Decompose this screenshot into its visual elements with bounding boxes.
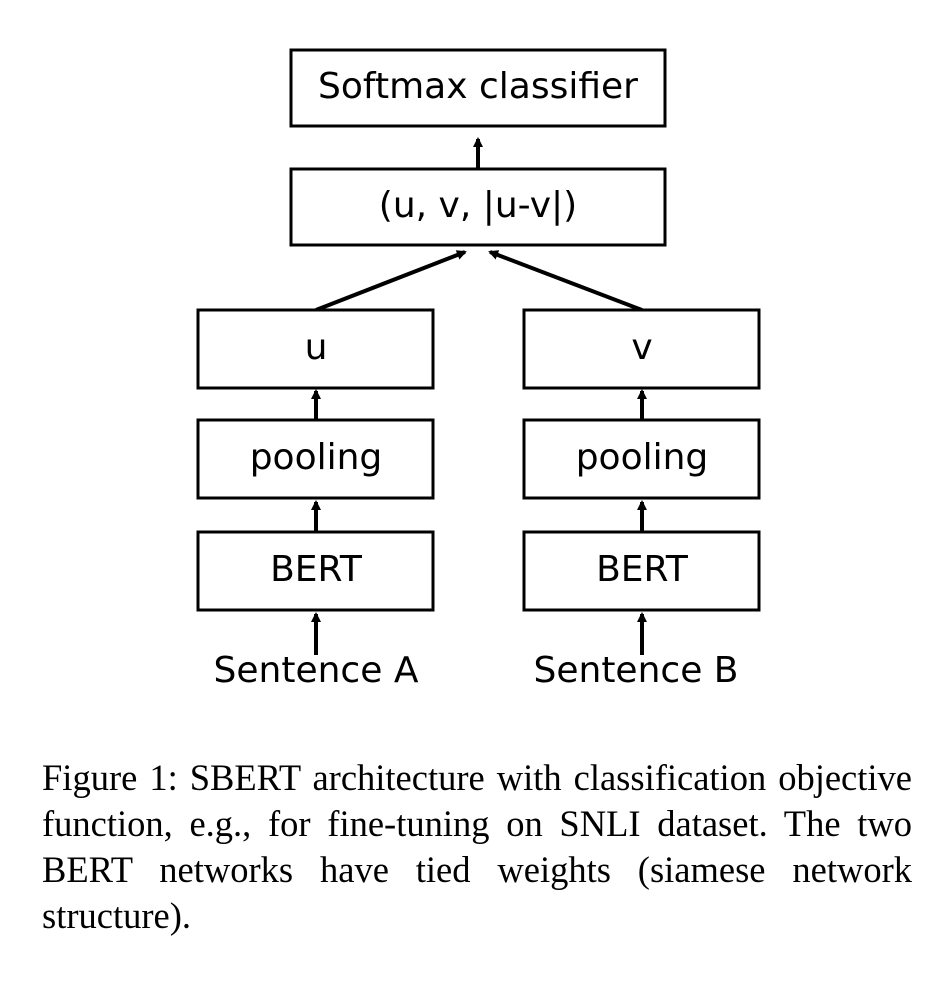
bert-a-box: BERT bbox=[196, 530, 435, 612]
u-label: u bbox=[305, 327, 328, 368]
pooling-a-label: pooling bbox=[250, 437, 383, 478]
pooling-b-box: pooling bbox=[522, 418, 761, 500]
pooling-a-box: pooling bbox=[196, 418, 435, 500]
v-box: v bbox=[522, 308, 761, 390]
pooling-b-label: pooling bbox=[576, 437, 709, 478]
v-label: v bbox=[631, 327, 652, 368]
arrow-u-to-concat bbox=[315, 250, 467, 312]
bert-a-label: BERT bbox=[270, 549, 363, 590]
concat-label: (u, v, |u-v|) bbox=[379, 185, 577, 226]
softmax-classifier-box: Softmax classifier bbox=[289, 48, 667, 128]
bert-b-label: BERT bbox=[596, 549, 689, 590]
u-box: u bbox=[196, 308, 435, 390]
bert-b-box: BERT bbox=[522, 530, 761, 612]
figure-caption: Figure 1: SBERT architecture with classi… bbox=[42, 757, 912, 936]
softmax-classifier-label: Softmax classifier bbox=[318, 66, 638, 107]
arrow-v-to-concat bbox=[488, 250, 643, 312]
edges bbox=[311, 137, 647, 655]
sentence-a-label: Sentence A bbox=[214, 650, 419, 691]
sentence-b-label: Sentence B bbox=[534, 650, 739, 691]
concat-box: (u, v, |u-v|) bbox=[289, 167, 667, 247]
sbert-architecture-diagram: Softmax classifier (u, v, |u-v|) u v poo… bbox=[196, 48, 761, 691]
